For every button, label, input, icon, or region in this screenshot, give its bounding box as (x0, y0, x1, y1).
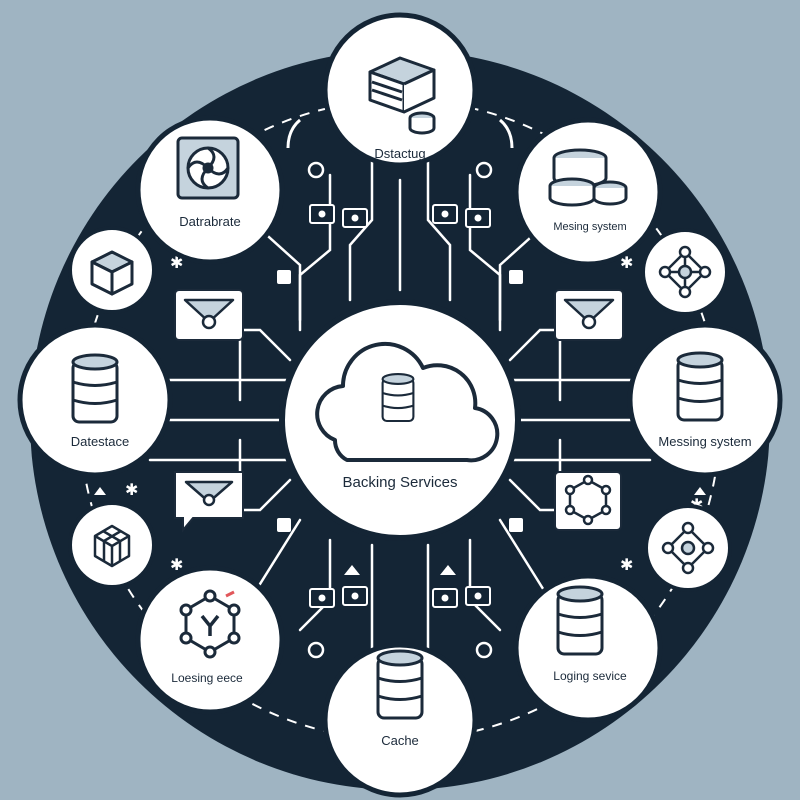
database-stack-icon (548, 148, 628, 207)
node-bottom-left-label: Loesing eece (171, 671, 243, 685)
port-icon (307, 161, 325, 179)
port-icon (307, 641, 325, 659)
sat-upper-right (554, 289, 624, 341)
node-left: Datestace (17, 322, 173, 478)
node-right: Messing system (627, 322, 783, 478)
connector-chip-icon (432, 588, 458, 608)
node-dot-icon (277, 518, 291, 532)
node-top-right: Mesing system (513, 117, 663, 267)
node-top: Dstactug (322, 12, 478, 168)
hexagon-network-icon (179, 589, 241, 659)
envelope-icon (183, 298, 235, 330)
database-icon (556, 585, 604, 656)
node-small-right-top (641, 228, 729, 316)
node-dot-icon (277, 270, 291, 284)
connector-chip-icon (465, 586, 491, 606)
node-top-left-label: Datrabrate (179, 214, 240, 229)
curved-arrow-icon (499, 118, 514, 149)
sat-lower-right (554, 471, 622, 531)
arrow-up-icon (344, 565, 360, 575)
database-icon (71, 353, 119, 424)
arrow-up-icon (440, 565, 456, 575)
sat-lower-left (174, 471, 244, 533)
port-icon (475, 641, 493, 659)
hexagon-network-icon (564, 474, 612, 526)
node-top-label: Dstactug (374, 146, 425, 161)
curved-arrow-icon (286, 118, 301, 149)
node-top-left: Datrabrate (135, 115, 285, 265)
database-icon (676, 351, 724, 422)
node-small-left-top (68, 226, 156, 314)
network-nodes-icon (661, 521, 715, 575)
arrow-up-icon (94, 487, 106, 495)
sat-upper-left (174, 289, 244, 341)
node-left-label: Datestace (71, 434, 130, 449)
node-bottom-left: Loesing eece (135, 565, 285, 715)
connector-chips (277, 118, 523, 659)
stacked-servers-icon (368, 56, 436, 135)
cube-icon (90, 250, 134, 296)
node-right-label: Messing system (658, 434, 751, 449)
node-dot-icon (509, 518, 523, 532)
fan-drive-icon (176, 136, 240, 200)
center-label: Backing Services (342, 474, 457, 491)
node-small-left-bottom (68, 501, 156, 589)
connector-chip-icon (465, 208, 491, 228)
svg-text:✱: ✱ (620, 255, 633, 272)
svg-text:✱: ✱ (170, 557, 183, 574)
node-bottom-right-label: Loging sevice (553, 669, 627, 683)
network-nodes-icon (658, 245, 712, 299)
envelope-icon (563, 298, 615, 330)
connector-chip-icon (309, 588, 335, 608)
center-node: Backing Services (279, 299, 521, 541)
cloud-database-icon (315, 341, 500, 463)
port-icon (475, 161, 493, 179)
node-small-right-bottom (644, 504, 732, 592)
svg-text:✱: ✱ (170, 255, 183, 272)
connector-chip-icon (342, 208, 368, 228)
svg-text:✱: ✱ (620, 557, 633, 574)
connector-chip-icon (432, 204, 458, 224)
node-bottom-label: Cache (381, 733, 419, 748)
wireframe-cube-icon (93, 524, 131, 568)
node-top-right-label: Mesing system (553, 221, 626, 233)
connector-chip-icon (309, 204, 335, 224)
node-bottom-right: Loging sevice (513, 573, 663, 723)
arrow-up-icon (694, 487, 706, 495)
database-icon (376, 649, 424, 720)
node-bottom: Cache (322, 642, 478, 798)
message-bubble-icon (184, 480, 234, 507)
node-dot-icon (509, 270, 523, 284)
svg-text:✱: ✱ (125, 482, 138, 499)
connector-chip-icon (342, 586, 368, 606)
